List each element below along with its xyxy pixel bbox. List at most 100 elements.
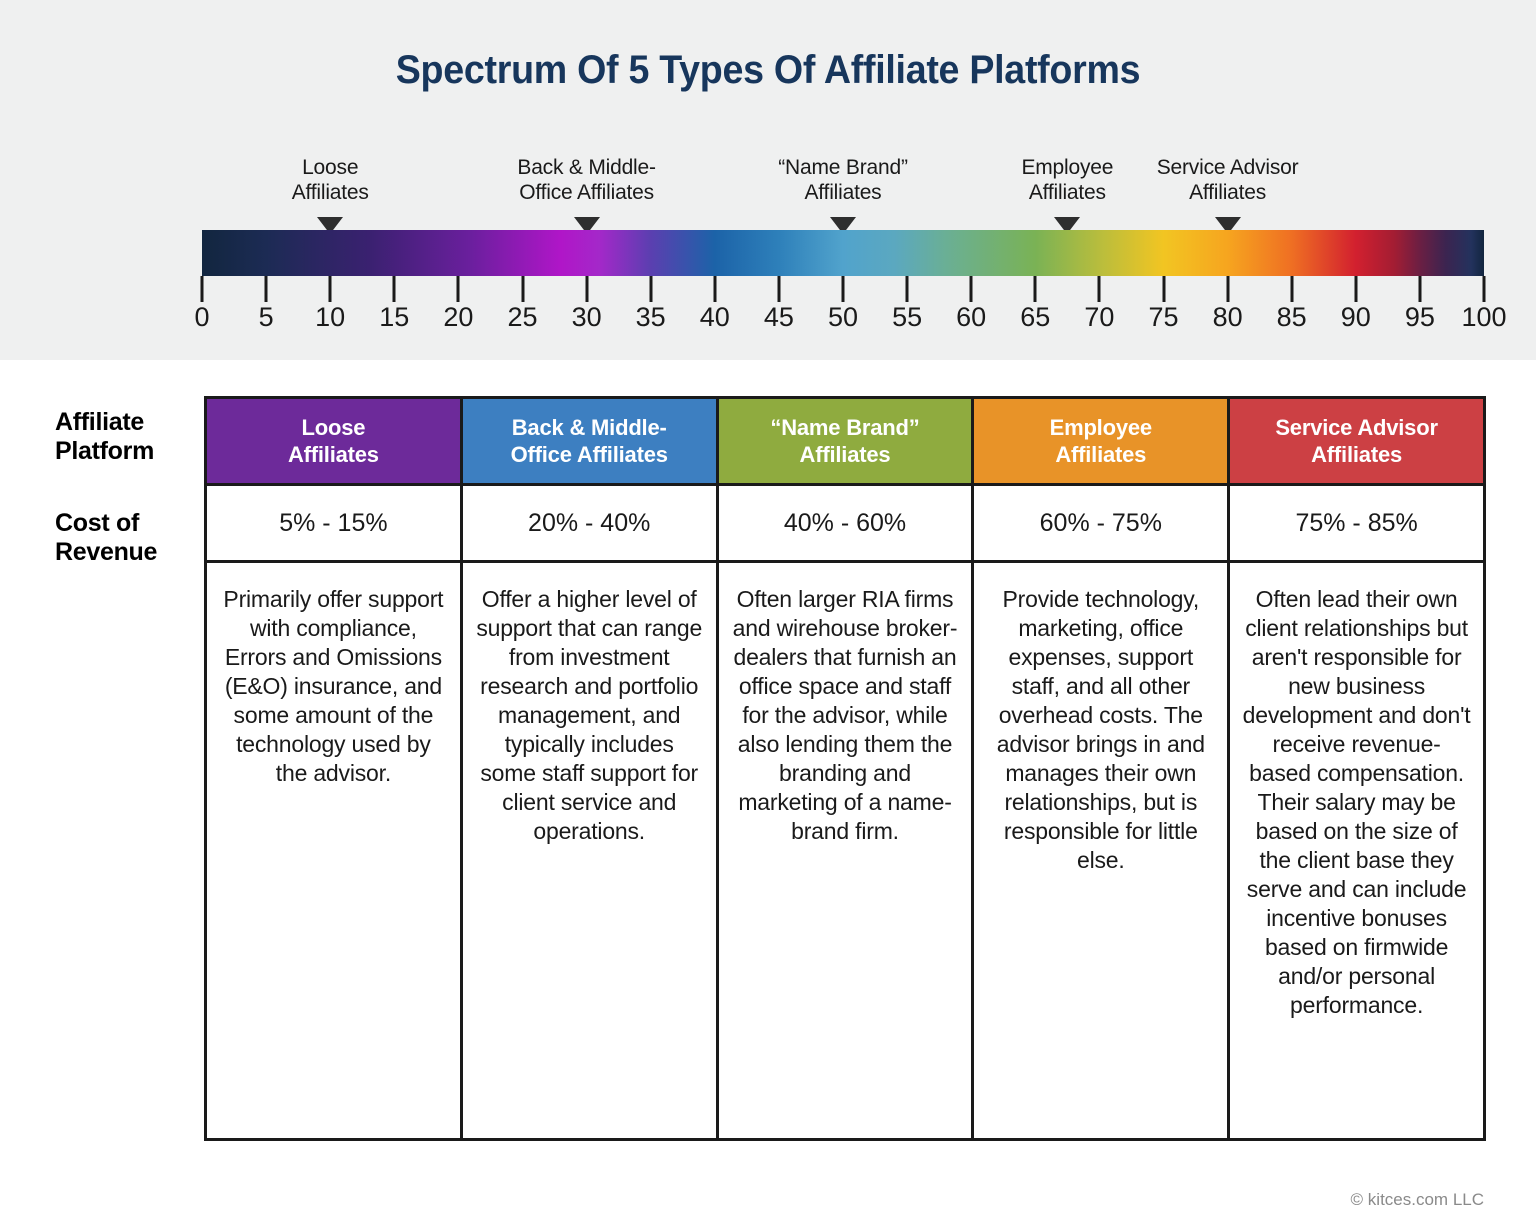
axis-tick-label-10: 10 <box>315 302 346 332</box>
axis-tick-35 <box>649 276 653 302</box>
spectrum-banner: Spectrum Of 5 Types Of Affiliate Platfor… <box>0 0 1536 360</box>
spectrum-marker-label-2-line1: “Name Brand” <box>778 156 908 179</box>
axis-tick-80 <box>1226 276 1230 302</box>
axis-tick-90 <box>1354 276 1358 302</box>
axis-tick-15 <box>392 276 396 302</box>
spectrum-marker-label-1: Back & Middle-Office Affiliates <box>517 155 656 205</box>
spectrum-marker-arrow-1 <box>573 217 600 234</box>
axis-tick-label-20: 20 <box>443 302 474 332</box>
axis-tick-25 <box>521 276 524 302</box>
table-description-4: Often lead their own client relationship… <box>1230 563 1483 1138</box>
axis-tick-10 <box>328 276 332 302</box>
axis-tick-45 <box>777 276 781 302</box>
axis-tick-label-65: 65 <box>1020 302 1051 332</box>
table-description-1: Offer a higher level of support that can… <box>462 563 716 1138</box>
table-column-header-2-line2: Affiliates <box>799 442 891 467</box>
table-cost-of-revenue-2: 40% - 60% <box>718 483 972 563</box>
page-title: Spectrum Of 5 Types Of Affiliate Platfor… <box>395 48 1141 92</box>
axis-tick-95 <box>1418 276 1422 302</box>
spectrum-marker-label-3-line2: Affiliates <box>1028 181 1106 204</box>
row-label-cost-of-revenue: Cost of Revenue <box>55 509 203 567</box>
axis-tick-20 <box>456 276 460 302</box>
axis-tick-label-55: 55 <box>892 302 923 332</box>
row-label-cost-of-revenue-line2: Revenue <box>55 538 158 566</box>
table-column-header-2[interactable]: “Name Brand”Affiliates <box>718 399 972 483</box>
table-column-header-4-line2: Affiliates <box>1311 442 1403 467</box>
axis-tick-label-0: 0 <box>194 302 210 332</box>
spectrum-marker-label-2-line2: Affiliates <box>804 181 882 204</box>
axis-tick-label-85: 85 <box>1276 302 1307 332</box>
spectrum-marker-arrow-0 <box>317 217 344 234</box>
spectrum-marker-label-1-line2: Office Affiliates <box>519 181 654 204</box>
axis-tick-label-95: 95 <box>1404 302 1435 332</box>
table-column-header-4-line1: Service Advisor <box>1275 415 1438 440</box>
axis-tick-label-35: 35 <box>635 302 666 332</box>
spectrum-marker-label-1-line1: Back & Middle- <box>517 156 656 179</box>
table-cost-of-revenue-4: 75% - 85% <box>1230 483 1483 563</box>
table-column-header-1[interactable]: Back & Middle-Office Affiliates <box>462 399 716 483</box>
axis-tick-65 <box>1033 276 1037 302</box>
axis-tick-label-30: 30 <box>571 302 602 332</box>
table-cost-of-revenue-3: 60% - 75% <box>974 483 1228 563</box>
spectrum-marker-label-0-line2: Affiliates <box>291 181 369 204</box>
table-cost-of-revenue-0: 5% - 15% <box>207 483 460 563</box>
axis-tick-100 <box>1482 276 1486 302</box>
axis-tick-label-25: 25 <box>507 302 538 332</box>
row-label-affiliate-platform-line1: Affiliate <box>55 408 144 436</box>
axis-tick-label-100: 100 <box>1461 302 1507 332</box>
axis-tick-label-50: 50 <box>827 302 859 332</box>
table-column-header-3-line1: Employee <box>1049 415 1153 440</box>
table-column-header-2-line1: “Name Brand” <box>770 415 920 440</box>
axis-tick-0 <box>200 276 204 302</box>
axis-tick-label-5: 5 <box>258 302 274 332</box>
table-column-header-1-line1: Back & Middle- <box>511 415 667 440</box>
spectrum-marker-label-4-line2: Affiliates <box>1189 181 1267 204</box>
axis-tick-55 <box>905 276 909 302</box>
comparison-table-area: Affiliate Platform Cost of Revenue Loose… <box>0 360 1536 1228</box>
axis-tick-label-75: 75 <box>1148 302 1179 332</box>
spectrum-marker-arrow-3 <box>1054 217 1081 234</box>
table-description-3: Provide technology, marketing, office ex… <box>974 563 1228 1138</box>
axis-tick-85 <box>1290 276 1294 302</box>
row-labels: Affiliate Platform Cost of Revenue <box>55 400 203 567</box>
table-column-header-0-line2: Affiliates <box>287 442 379 467</box>
row-label-cost-of-revenue-line1: Cost of <box>55 509 139 537</box>
footer-credit: © kitces.com LLC <box>1350 1190 1484 1209</box>
axis-tick-label-80: 80 <box>1212 302 1243 332</box>
axis-tick-50 <box>841 276 845 302</box>
row-label-affiliate-platform-line2: Platform <box>55 437 155 465</box>
axis-tick-label-70: 70 <box>1084 302 1115 332</box>
axis-tick-label-60: 60 <box>956 302 987 332</box>
axis-tick-label-15: 15 <box>379 302 410 332</box>
axis-tick-label-45: 45 <box>763 302 794 332</box>
axis-tick-40 <box>713 276 717 302</box>
spectrum-marker-arrow-4 <box>1214 217 1241 234</box>
table-column-header-1-line2: Office Affiliates <box>510 442 668 467</box>
axis-ticks <box>200 276 1486 302</box>
row-label-affiliate-platform: Affiliate Platform <box>55 408 203 466</box>
table-description-0: Primarily offer support with compliance,… <box>207 563 460 1138</box>
spectrum-marker-label-3-line1: Employee <box>1021 156 1114 179</box>
axis-tick-70 <box>1097 276 1101 302</box>
spectrum-gradient-bar <box>202 230 1484 276</box>
spectrum-marker-arrow-2 <box>830 217 856 234</box>
axis-tick-5 <box>264 276 268 302</box>
spectrum-marker-label-0-line1: Loose <box>302 156 359 179</box>
axis-tick-label-40: 40 <box>699 302 730 332</box>
spectrum-marker-label-4-line1: Service Advisor <box>1156 156 1299 179</box>
